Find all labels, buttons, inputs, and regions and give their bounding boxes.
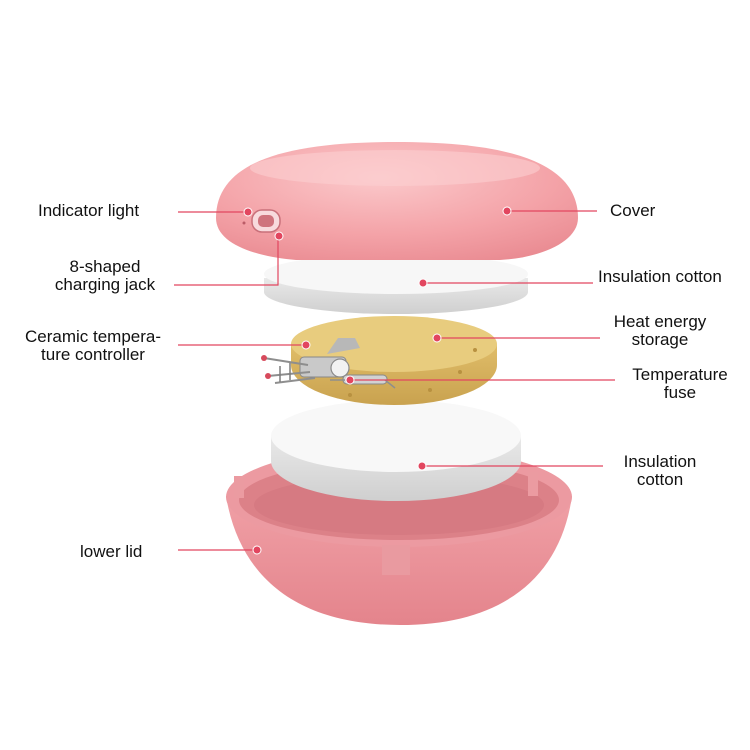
temperature-fuse-label: Temperature fuse xyxy=(620,366,740,402)
ceramic-controller-label: Ceramic tempera- ture controller xyxy=(18,328,168,364)
temperature-fuse-label-line-1: Temperature xyxy=(620,366,740,384)
charging-jack-label-line-1: 8-shaped xyxy=(40,258,170,276)
insulation-cotton-top-part xyxy=(264,254,528,314)
lower-lid-label: lower lid xyxy=(80,543,142,561)
ceramic-controller-label-line-1: Ceramic tempera- xyxy=(18,328,168,346)
charging-jack-label: 8-shaped charging jack xyxy=(40,258,170,294)
charging-jack-label-line-2: charging jack xyxy=(40,276,170,294)
insulation-cotton-bottom-part xyxy=(271,400,521,501)
heat-energy-storage-label-line-1: Heat energy xyxy=(600,313,720,331)
cover-part xyxy=(216,142,578,260)
heat-energy-storage-label: Heat energy storage xyxy=(600,313,720,349)
cover-label: Cover xyxy=(610,202,655,220)
ceramic-controller-label-line-2: ture controller xyxy=(18,346,168,364)
heat-energy-storage-label-line-2: storage xyxy=(600,331,720,349)
insulation-cotton-bottom-label: Insulation cotton xyxy=(610,453,710,489)
insulation-cotton-top-label: Insulation cotton xyxy=(598,268,722,286)
temperature-fuse-label-line-2: fuse xyxy=(620,384,740,402)
insulation-cotton-bottom-label-line-2: cotton xyxy=(610,471,710,489)
indicator-light-label: Indicator light xyxy=(38,202,139,220)
insulation-cotton-bottom-label-line-1: Insulation xyxy=(610,453,710,471)
